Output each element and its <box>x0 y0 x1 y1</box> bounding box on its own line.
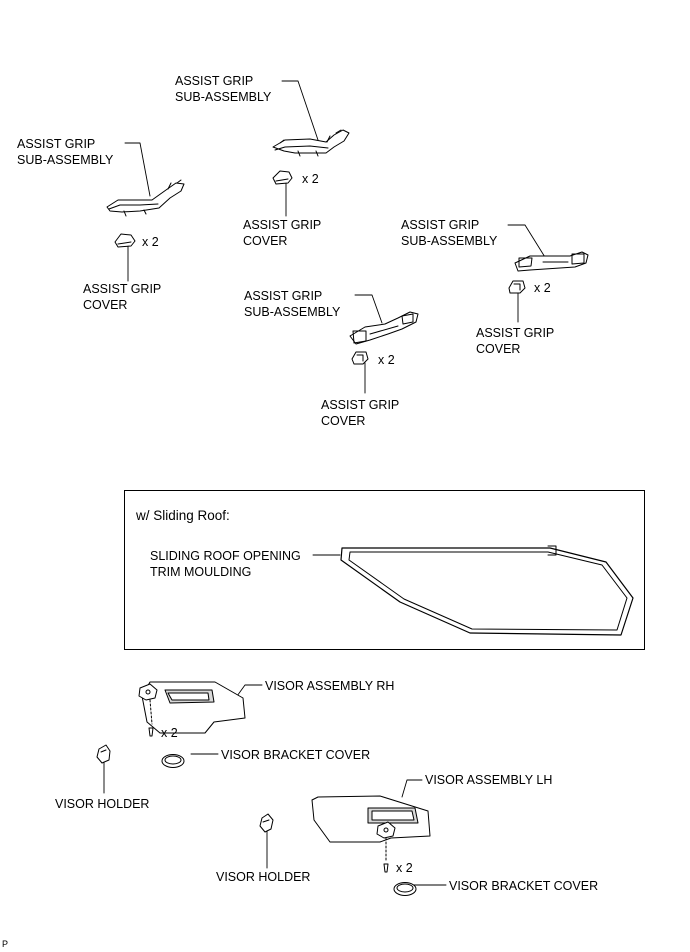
label-cover-right: ASSIST GRIP COVER <box>476 325 554 357</box>
assist-grip-right <box>514 251 589 272</box>
label-visor-rh: VISOR ASSEMBLY RH <box>265 679 395 693</box>
label-line: ASSIST GRIP <box>83 282 162 296</box>
label-line: ASSIST GRIP <box>401 218 480 232</box>
label-visor-holder-left: VISOR HOLDER <box>55 797 150 811</box>
label-grip-right: ASSIST GRIP SUB-ASSEMBLY <box>401 217 497 249</box>
label-line: SUB-ASSEMBLY <box>17 153 114 167</box>
leader-grip-top-center <box>281 80 319 141</box>
label-visor-holder-mid: VISOR HOLDER <box>216 870 311 884</box>
qty-cover-mid: x 2 <box>378 353 395 367</box>
leader-lines <box>103 80 549 886</box>
label-line: SUB-ASSEMBLY <box>175 90 272 104</box>
visor-assembly-lh <box>311 795 431 873</box>
assist-grip-mid <box>349 311 419 345</box>
label-line: COVER <box>83 298 128 312</box>
visor-assembly-rh <box>138 681 246 737</box>
visor-bracket-cover-lh <box>393 882 417 896</box>
qty-cover-left: x 2 <box>142 235 159 249</box>
label-line: SLIDING ROOF OPENING <box>150 549 301 563</box>
label-cover-top-center: ASSIST GRIP COVER <box>243 217 321 249</box>
label-grip-top-center: ASSIST GRIP SUB-ASSEMBLY <box>175 73 271 105</box>
assist-grip-cover-left <box>114 233 136 248</box>
label-sliding-roof-trim: SLIDING ROOF OPENING TRIM MOULDING <box>150 548 301 580</box>
label-grip-mid: ASSIST GRIP SUB-ASSEMBLY <box>244 288 340 320</box>
qty-cover-right: x 2 <box>534 281 551 295</box>
label-visor-bracket-cover-rh: VISOR BRACKET COVER <box>221 748 371 762</box>
label-line: ASSIST GRIP <box>321 398 400 412</box>
label-visor-bracket-cover-lh: VISOR BRACKET COVER <box>449 879 599 893</box>
label-line: ASSIST GRIP <box>244 289 323 303</box>
leader-visor-lh <box>401 779 423 798</box>
label-line: ASSIST GRIP <box>17 137 96 151</box>
label-line: COVER <box>476 342 521 356</box>
leader-grip-left <box>124 142 151 197</box>
qty-visor-screw-lh: x 2 <box>396 861 413 875</box>
label-line: TRIM MOULDING <box>150 565 252 579</box>
label-line: COVER <box>243 234 288 248</box>
assist-grip-top-center <box>272 129 350 157</box>
leader-grip-right <box>507 224 549 263</box>
visor-holder-left <box>96 744 111 764</box>
label-line: COVER <box>321 414 366 428</box>
label-line: ASSIST GRIP <box>175 74 254 88</box>
qty-visor-screw-rh: x 2 <box>161 726 178 740</box>
sliding-roof-trim-moulding <box>340 545 634 636</box>
leader-grip-mid <box>354 294 383 324</box>
label-cover-left: ASSIST GRIP COVER <box>83 281 161 313</box>
corner-mark: P <box>2 939 9 949</box>
label-line: ASSIST GRIP <box>243 218 322 232</box>
assist-grip-cover-right <box>508 280 526 294</box>
qty-cover-top-center: x 2 <box>302 172 319 186</box>
visor-bracket-cover-rh <box>161 754 185 768</box>
label-cover-mid: ASSIST GRIP COVER <box>321 397 399 429</box>
assist-grip-cover-top-center <box>272 170 293 185</box>
assist-grip-cover-mid <box>351 351 369 365</box>
assist-grip-left <box>106 179 185 217</box>
label-line: ASSIST GRIP <box>476 326 555 340</box>
label-line: SUB-ASSEMBLY <box>401 234 498 248</box>
visor-holder-mid <box>259 813 274 833</box>
label-grip-left: ASSIST GRIP SUB-ASSEMBLY <box>17 136 113 168</box>
sliding-roof-title: w/ Sliding Roof: <box>136 508 230 523</box>
sliding-roof-inset-frame <box>124 490 645 650</box>
label-visor-lh: VISOR ASSEMBLY LH <box>425 773 553 787</box>
label-line: SUB-ASSEMBLY <box>244 305 341 319</box>
